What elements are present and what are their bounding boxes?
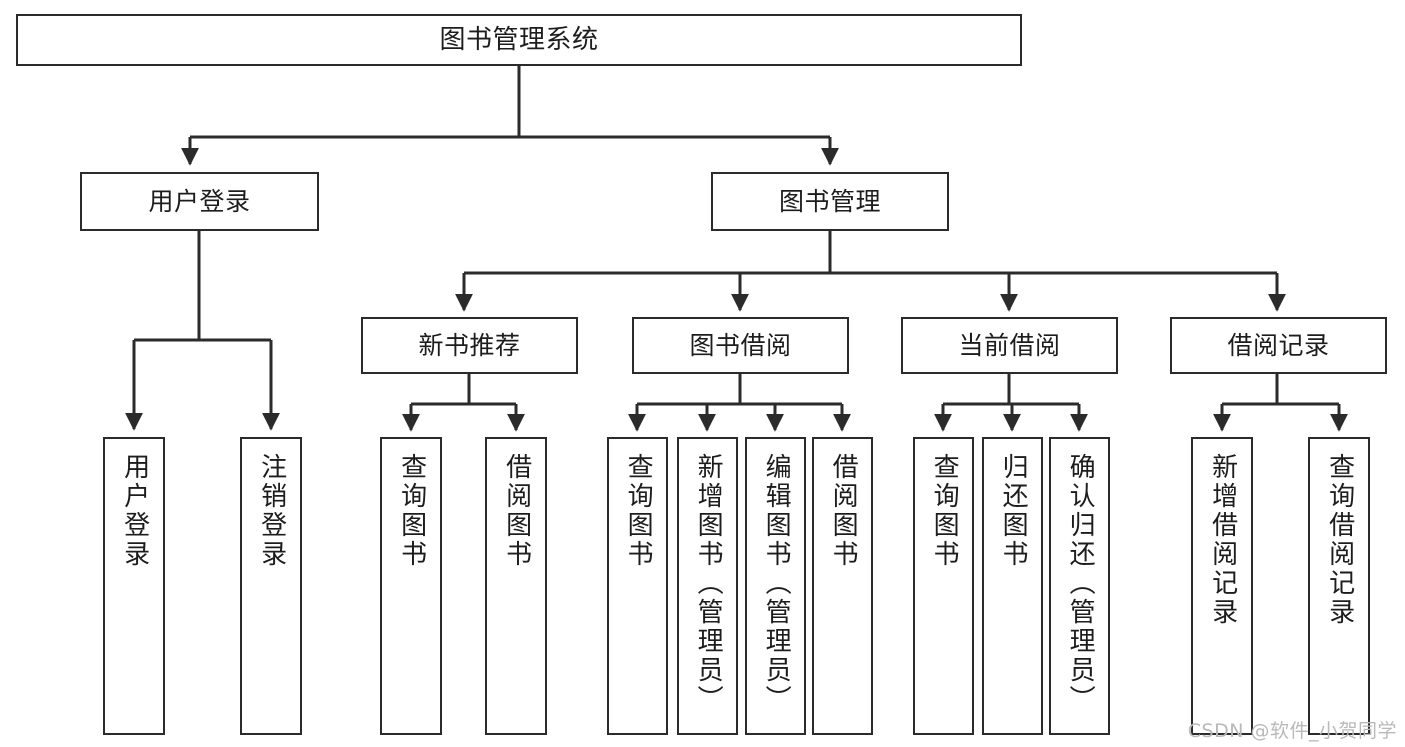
node-current-borrow[interactable]: 当前借阅 (901, 317, 1118, 374)
node-book-borrow[interactable]: 图书借阅 (632, 317, 849, 374)
node-root-book-management-system[interactable]: 图书管理系统 (16, 14, 1022, 66)
leaf-user-login-login[interactable]: 用户登录 (103, 437, 165, 735)
node-label: 当前借阅 (958, 330, 1061, 360)
leaf-book-borrow-add[interactable]: 新增图书（管理员） (677, 437, 738, 735)
node-label: 图书借阅 (689, 330, 792, 360)
node-label: 图书管理系统 (439, 24, 599, 55)
leaf-new-book-query[interactable]: 查询图书 (380, 437, 442, 735)
node-label: 图书管理 (778, 186, 881, 216)
node-label: 注销登录 (256, 453, 287, 569)
leaf-current-borrow-query[interactable]: 查询图书 (913, 437, 974, 735)
node-label: 新增图书（管理员） (693, 453, 724, 714)
node-label: 借阅图书 (501, 453, 532, 569)
leaf-book-borrow-edit[interactable]: 编辑图书（管理员） (745, 437, 806, 735)
node-label: 用户登录 (119, 453, 150, 569)
leaf-current-borrow-confirm-return[interactable]: 确认归还（管理员） (1049, 437, 1110, 735)
leaf-user-login-logout[interactable]: 注销登录 (240, 437, 302, 735)
node-label: 借阅图书 (828, 453, 859, 569)
node-borrow-record[interactable]: 借阅记录 (1170, 317, 1387, 374)
leaf-book-borrow-query[interactable]: 查询图书 (607, 437, 668, 735)
node-label: 查询图书 (929, 453, 960, 569)
node-label: 借阅记录 (1227, 330, 1330, 360)
leaf-borrow-record-query[interactable]: 查询借阅记录 (1308, 437, 1370, 735)
leaf-book-borrow-borrow[interactable]: 借阅图书 (812, 437, 873, 735)
node-label: 新增借阅记录 (1207, 453, 1238, 627)
node-label: 归还图书 (998, 453, 1029, 569)
node-label: 编辑图书（管理员） (761, 453, 792, 714)
leaf-current-borrow-return[interactable]: 归还图书 (982, 437, 1043, 735)
node-label: 确认归还（管理员） (1065, 453, 1096, 714)
node-label: 查询图书 (396, 453, 427, 569)
csdn-watermark: CSDN @软件_小贺同学 (1187, 720, 1397, 742)
node-label: 新书推荐 (418, 330, 521, 360)
node-new-book-recommend[interactable]: 新书推荐 (361, 317, 578, 374)
node-label: 查询借阅记录 (1324, 453, 1355, 627)
node-book-management[interactable]: 图书管理 (711, 172, 949, 231)
node-label: 用户登录 (148, 186, 251, 216)
node-label: 查询图书 (623, 453, 654, 569)
leaf-borrow-record-add[interactable]: 新增借阅记录 (1191, 437, 1253, 735)
leaf-new-book-borrow[interactable]: 借阅图书 (485, 437, 547, 735)
node-user-login[interactable]: 用户登录 (80, 172, 319, 231)
